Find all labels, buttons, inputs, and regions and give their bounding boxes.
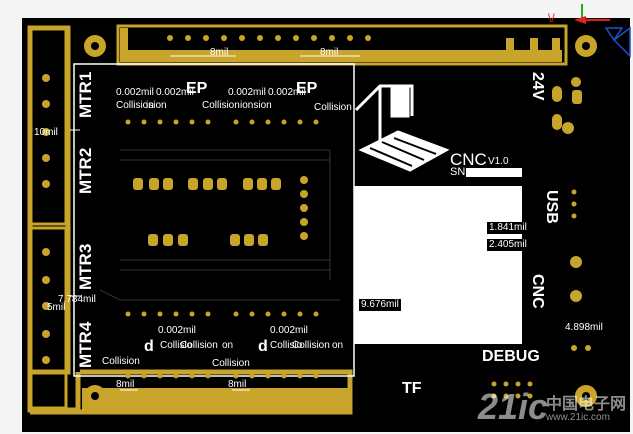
collision-marker[interactable]: Collisio xyxy=(160,340,193,351)
dim-10mil[interactable]: 10mil xyxy=(34,127,58,138)
silk-cnc-title: CNC xyxy=(450,150,487,169)
collision-marker[interactable]: on xyxy=(222,340,234,351)
silk-ep-right: EP xyxy=(296,80,318,97)
dim-002-e[interactable]: 0.002mil xyxy=(158,325,196,336)
cnc-machine-logo xyxy=(354,84,450,172)
collision-marker[interactable]: Collision xyxy=(292,340,330,351)
silk-usb: USB xyxy=(543,190,560,224)
dim-8mil-a[interactable]: 8mil xyxy=(210,47,229,58)
dim-2405[interactable]: 2.405mil xyxy=(487,239,529,251)
watermark-brand: 21ic xyxy=(478,386,549,427)
copper-bottom-strip xyxy=(30,369,353,415)
collision-marker[interactable]: Collision xyxy=(102,356,140,367)
serial-box xyxy=(466,168,522,177)
collision-marker[interactable]: Collision xyxy=(212,358,250,369)
silk-mtr1: MTR1 xyxy=(76,71,95,118)
dim-002-a[interactable]: 0.002mil xyxy=(116,87,154,98)
dim-8mil-d[interactable]: 8mil xyxy=(228,379,247,390)
copper-pour-left-lower xyxy=(28,226,68,410)
axis-gizmo: \/ xyxy=(548,4,631,58)
silk-ep-left: EP xyxy=(186,80,208,97)
keepout-area[interactable] xyxy=(354,186,522,344)
dim-7784[interactable]: 7.784mil xyxy=(58,294,96,305)
silk-version: V1.0 xyxy=(488,156,509,167)
right-pads xyxy=(130,77,591,404)
top-pads xyxy=(167,35,560,50)
silk-d-left: d xyxy=(144,338,154,355)
silk-mtr4: MTR4 xyxy=(76,321,95,368)
silk-debug: DEBUG xyxy=(482,348,540,365)
dim-4898[interactable]: 4.898mil xyxy=(565,322,603,333)
collision-marker[interactable]: Collisio xyxy=(270,340,303,351)
left-pads xyxy=(42,74,50,364)
silk-mtr2: MTR2 xyxy=(76,147,95,194)
dimension-lines xyxy=(70,55,360,391)
silk-tf: TF xyxy=(402,380,422,397)
dim-8mil-b[interactable]: 8mil xyxy=(320,47,339,58)
collision-marker[interactable]: on xyxy=(332,340,344,351)
copper-bottom-pour xyxy=(82,388,348,410)
svg-text:\/: \/ xyxy=(548,11,555,25)
collision-marker[interactable]: Collision xyxy=(202,100,240,111)
silk-mtr3: MTR3 xyxy=(76,243,95,290)
copper-pour-left xyxy=(28,26,68,226)
dim-1841[interactable]: 1.841mil xyxy=(487,222,529,234)
collision-marker[interactable]: Collision xyxy=(314,102,352,113)
watermark-url: www.21ic.com xyxy=(546,412,610,423)
silk-24v: 24V xyxy=(529,72,546,101)
jumper-pads xyxy=(133,176,308,246)
dim-002-b[interactable]: 0.002mil xyxy=(156,87,194,98)
silk-d-right: d xyxy=(258,338,268,355)
dim-002-c[interactable]: 0.002mil xyxy=(228,87,266,98)
dim-5mil[interactable]: 5mil xyxy=(47,302,66,313)
copper-top-strip xyxy=(120,28,562,62)
collision-marker[interactable]: ision xyxy=(146,100,167,111)
traces xyxy=(99,149,340,301)
dim-8mil-c[interactable]: 8mil xyxy=(116,379,135,390)
dim-9676[interactable]: 9.676mil xyxy=(359,299,401,311)
silk-cnc-right: CNC xyxy=(529,274,546,309)
dim-002-d[interactable]: 0.002mil xyxy=(268,87,306,98)
collision-marker[interactable]: Collision xyxy=(116,100,154,111)
silk-sn: SN xyxy=(450,166,466,178)
driver-pads xyxy=(125,119,319,379)
collision-marker[interactable]: Collision xyxy=(180,340,218,351)
watermark-cn: 中国电子网 xyxy=(546,396,627,413)
dim-002-f[interactable]: 0.002mil xyxy=(270,325,308,336)
collision-marker[interactable]: ionsion xyxy=(240,100,272,111)
